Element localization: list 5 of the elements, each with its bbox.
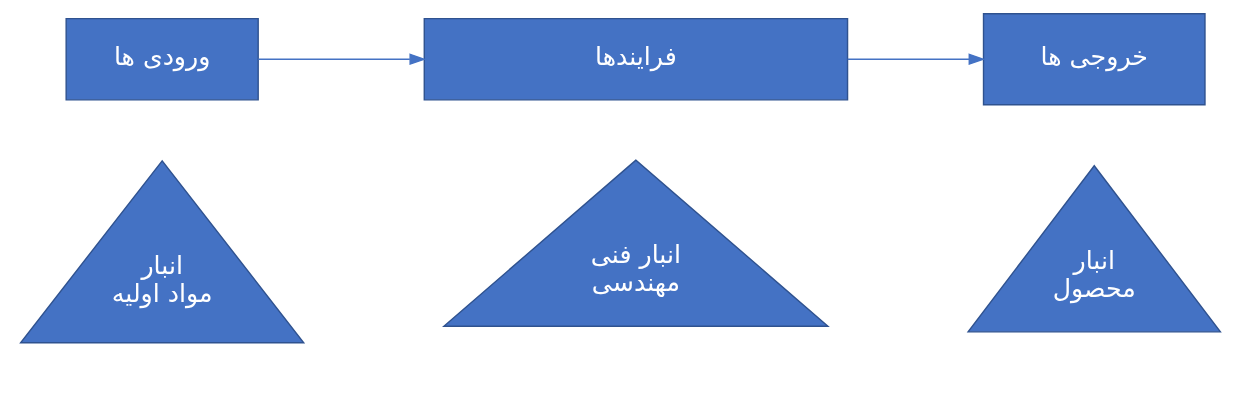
node-box: فرایندها <box>423 17 849 101</box>
node-box: ورودی ها <box>65 17 259 101</box>
node-box: خروجی ها <box>982 12 1206 106</box>
arrow <box>257 53 427 66</box>
arrow <box>847 53 986 66</box>
